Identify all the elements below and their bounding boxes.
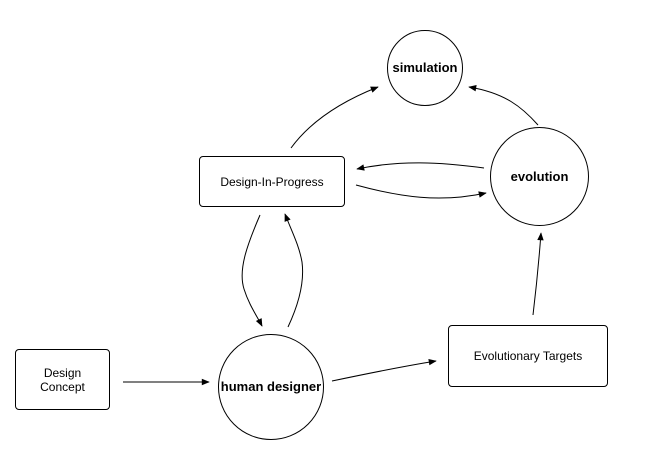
simulation-node: simulation — [387, 30, 463, 106]
edge-human-designer-to-evolutionary-targets — [331, 358, 437, 382]
human-designer-label: human designer — [220, 379, 322, 394]
edge-evolutionary-targets-to-evolution — [532, 232, 544, 316]
design-concept-node: Design Concept — [15, 349, 110, 410]
edge-design-in-progress-to-evolution — [355, 184, 487, 199]
edge-evolution-to-simulation — [468, 85, 539, 126]
human-designer-node: human designer — [218, 334, 324, 440]
edge-design-in-progress-to-simulation — [290, 86, 379, 149]
edge-evolution-to-design-in-progress — [356, 162, 485, 171]
evolution-node: evolution — [490, 127, 589, 226]
edge-design-in-progress-to-human-designer — [241, 214, 263, 327]
edge-human-designer-to-design-in-progress — [284, 213, 304, 328]
evolutionary-targets-label: Evolutionary Targets — [473, 349, 583, 363]
simulation-label: simulation — [392, 60, 458, 75]
design-in-progress-node: Design-In-Progress — [199, 156, 345, 207]
evolutionary-targets-node: Evolutionary Targets — [448, 325, 608, 387]
evolution-label: evolution — [510, 168, 569, 184]
design-in-progress-label: Design-In-Progress — [220, 174, 324, 189]
design-concept-label: Design Concept — [40, 365, 85, 394]
